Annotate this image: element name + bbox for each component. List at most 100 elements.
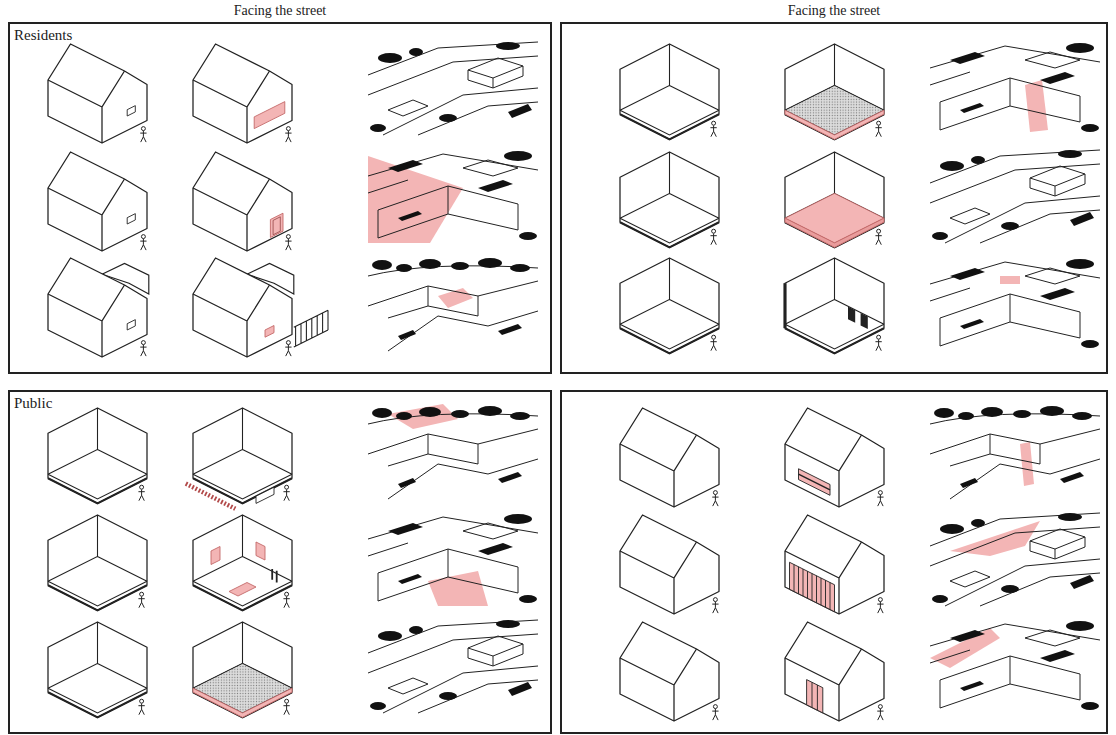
house-icon xyxy=(193,258,292,357)
pink-highlight xyxy=(428,571,488,606)
pink-highlight xyxy=(950,521,1040,556)
panel-frame xyxy=(561,23,1107,373)
box-icon xyxy=(193,515,292,610)
sketch-cell xyxy=(368,42,538,135)
house-icon xyxy=(620,408,719,507)
bench-seat xyxy=(799,474,831,490)
sketch-cell xyxy=(368,404,538,499)
house-icon xyxy=(785,622,884,721)
pink-highlight xyxy=(270,213,283,237)
dark-bars xyxy=(272,569,277,583)
box-cell xyxy=(186,408,292,509)
box-icon xyxy=(785,152,884,247)
door-lines xyxy=(812,682,817,710)
house-cell xyxy=(620,622,719,721)
box-cell xyxy=(620,44,719,139)
sketch-cell xyxy=(930,150,1100,243)
pink-highlight xyxy=(1000,276,1020,284)
column-heading: Facing the street xyxy=(234,3,327,19)
box-cell xyxy=(193,622,292,717)
pink-highlight xyxy=(265,326,274,338)
sketch xyxy=(368,258,538,351)
group-label: Residents xyxy=(14,26,72,44)
pink-highlight xyxy=(193,688,292,717)
house-icon xyxy=(193,44,292,143)
sketch xyxy=(368,514,538,603)
house-icon xyxy=(620,515,719,614)
house-icon xyxy=(48,152,147,251)
box-cell xyxy=(48,622,147,717)
sketch-cell xyxy=(368,151,538,243)
box-cell xyxy=(48,515,147,610)
pink-highlight xyxy=(229,583,256,597)
sketch xyxy=(930,513,1100,606)
box-icon xyxy=(48,622,147,717)
sketch xyxy=(368,406,538,499)
box-icon xyxy=(48,515,147,610)
house-cell xyxy=(193,152,292,251)
sketch-cell xyxy=(930,513,1100,606)
sketch-cell xyxy=(930,406,1100,499)
house-icon xyxy=(48,258,147,357)
group-label: Public xyxy=(14,394,52,412)
stripes xyxy=(794,565,830,610)
house-icon xyxy=(48,44,147,143)
sketch-cell xyxy=(930,621,1100,710)
house-cell xyxy=(48,44,147,143)
box-icon xyxy=(193,622,292,717)
pink-highlight xyxy=(368,156,463,243)
pink-highlight xyxy=(785,218,884,247)
sketch-cell xyxy=(368,620,538,713)
house-icon xyxy=(620,622,719,721)
box-icon xyxy=(785,44,884,139)
dark-edge xyxy=(783,283,786,328)
pink-highlight xyxy=(256,542,265,560)
house-cell xyxy=(48,258,149,357)
house-cell xyxy=(620,408,719,507)
house-icon xyxy=(785,408,884,507)
box-icon xyxy=(48,408,147,503)
panel-frame xyxy=(561,391,1107,733)
column-heading: Facing the street xyxy=(788,3,881,19)
box-icon xyxy=(620,44,719,139)
panel-box: Public xyxy=(8,390,552,734)
pink-fence xyxy=(186,484,236,509)
sketch xyxy=(930,621,1100,710)
door-frame xyxy=(273,217,280,235)
house-cell xyxy=(785,622,884,721)
pink-bench xyxy=(799,469,831,496)
sketch xyxy=(930,259,1100,348)
dotted-floor xyxy=(785,85,884,135)
house-cell xyxy=(193,258,328,357)
box-icon xyxy=(193,408,292,503)
window xyxy=(127,320,135,330)
box-icon xyxy=(620,258,719,353)
house-cell xyxy=(620,515,719,614)
dark-panel xyxy=(861,313,868,329)
sketch xyxy=(368,620,538,713)
dark-panel xyxy=(848,307,855,323)
sketch-cell xyxy=(368,258,538,351)
sketch xyxy=(368,151,538,240)
house-cell xyxy=(785,408,884,507)
pink-highlight xyxy=(254,102,285,129)
sketch xyxy=(930,43,1100,132)
sketch-cell xyxy=(930,43,1100,132)
house-cell xyxy=(48,152,147,251)
pink-highlight xyxy=(790,562,835,612)
box-cell xyxy=(785,258,884,353)
window xyxy=(127,214,135,224)
house-cell xyxy=(785,515,884,614)
dotted-floor xyxy=(193,663,292,713)
window xyxy=(127,106,135,116)
pink-highlight xyxy=(785,110,884,139)
pink-highlight xyxy=(1020,442,1034,486)
pink-highlight xyxy=(211,547,220,565)
box-cell xyxy=(785,152,884,247)
house-icon xyxy=(193,152,292,251)
house-icon xyxy=(785,515,884,614)
box-icon xyxy=(785,258,884,353)
panel-box: Residents xyxy=(8,22,552,374)
box-cell xyxy=(193,515,292,610)
pink-highlight xyxy=(1025,80,1048,132)
